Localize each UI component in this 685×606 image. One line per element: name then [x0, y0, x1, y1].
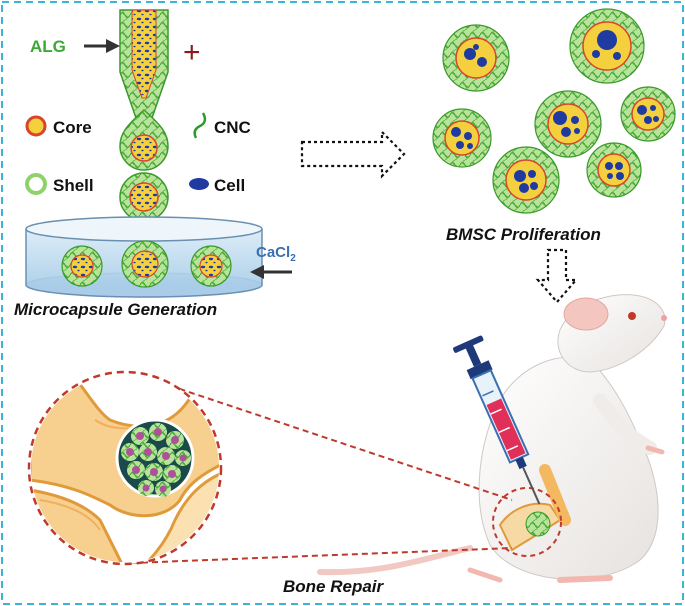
cacl2-arrow — [250, 265, 292, 279]
formed-capsule — [119, 172, 169, 222]
cacl2-label: CaCl2 — [256, 244, 296, 264]
bmsc-proliferation-caption: BMSC Proliferation — [446, 225, 601, 244]
cnc-label: CNC — [214, 118, 251, 137]
legend-cnc: CNC — [193, 112, 251, 139]
bath-capsule — [61, 245, 103, 287]
plus-sign: + — [183, 36, 201, 69]
cell-icon — [189, 178, 209, 190]
legend-core: Core — [25, 115, 92, 137]
legend-shell: Shell — [25, 173, 94, 195]
legend-cell: Cell — [189, 176, 245, 195]
bath-capsule — [190, 245, 232, 287]
core-icon — [25, 115, 47, 137]
proliferated-capsule — [620, 86, 676, 142]
rat-illustration — [317, 294, 667, 583]
zoom-line-bottom — [131, 547, 513, 564]
proliferated-capsule — [569, 8, 645, 84]
proliferated-capsule — [442, 24, 510, 92]
core-label: Core — [53, 118, 92, 137]
injected-capsules — [525, 511, 551, 537]
alg-label: ALG — [30, 37, 66, 56]
bone-repair-caption: Bone Repair — [283, 577, 385, 596]
shell-label: Shell — [53, 176, 94, 195]
microcapsule-generation-caption: Microcapsule Generation — [14, 300, 217, 319]
injection-site-callout — [492, 487, 562, 557]
cell-label: Cell — [214, 176, 245, 195]
packed-microcapsules — [115, 418, 195, 498]
bath-capsule — [121, 240, 169, 288]
alg-arrow — [84, 39, 120, 53]
proliferated-capsule — [586, 142, 642, 198]
process-arrow-right — [300, 129, 406, 179]
shell-icon — [25, 173, 47, 195]
falling-droplet — [119, 108, 169, 171]
zoom-line-top — [131, 372, 513, 501]
cnc-fiber-icon — [193, 112, 207, 139]
syringe-icon — [453, 335, 541, 505]
process-arrow-down — [535, 248, 579, 304]
proliferated-capsule — [432, 108, 492, 168]
nozzle — [119, 9, 169, 119]
proliferated-capsule — [492, 146, 560, 214]
proliferated-capsule — [534, 90, 602, 158]
